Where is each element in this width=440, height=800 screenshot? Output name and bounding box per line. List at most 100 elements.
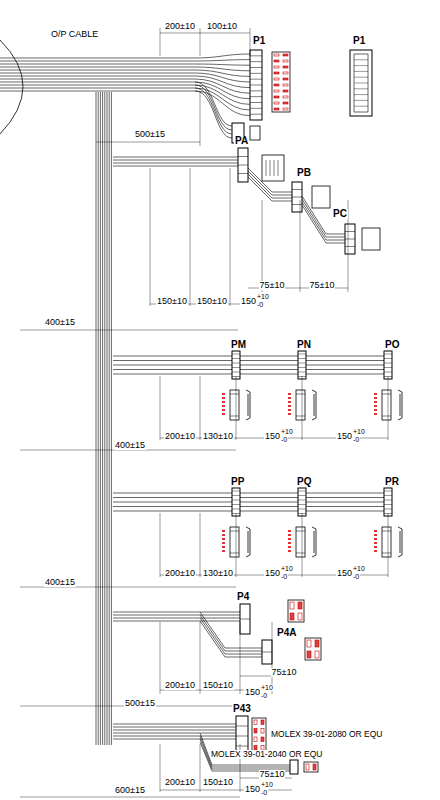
wire-line <box>262 652 272 653</box>
wire-line <box>250 114 262 115</box>
wire-line <box>345 239 355 240</box>
connector-name: PP <box>230 477 245 487</box>
dimension-text: 75±10 <box>259 770 286 779</box>
wire-line <box>250 90 262 91</box>
pin-mark <box>288 393 291 395</box>
wire-line <box>0 88 195 89</box>
pin-cell <box>298 602 302 609</box>
pin-cell <box>283 90 288 92</box>
pin-cell <box>261 720 264 725</box>
wire-line <box>354 88 368 89</box>
connector-name: PO <box>384 340 400 350</box>
pin-mark <box>288 413 291 415</box>
wire-line <box>160 28 161 56</box>
wire-line <box>298 491 306 492</box>
pin-mark <box>374 393 377 395</box>
dimension-text: 75±10 <box>309 281 336 290</box>
wire-line <box>354 83 368 84</box>
dimension-text: 150 <box>240 297 257 306</box>
connector-shape <box>262 155 284 181</box>
dimension-text: 150±10 <box>156 297 188 306</box>
pin-cell <box>274 72 279 74</box>
wire-line <box>0 76 195 77</box>
pin-cell <box>274 54 279 56</box>
wire-path <box>398 390 402 420</box>
dimension-text: 130±10 <box>202 569 234 578</box>
wire-path <box>195 73 250 82</box>
wire-line <box>354 77 368 78</box>
wire-line <box>296 531 305 532</box>
dimension-text: +10 <box>256 293 270 300</box>
wire-line <box>0 85 195 86</box>
wire-line <box>230 531 239 532</box>
wire-line <box>384 500 392 501</box>
wire-line <box>232 367 240 368</box>
wire-line <box>384 354 392 355</box>
wire-line <box>292 204 302 205</box>
wire-line <box>236 513 237 577</box>
wire-line <box>236 726 248 727</box>
connector-name: P4 <box>236 592 250 602</box>
wire-line <box>354 65 368 66</box>
pin-cell <box>261 729 264 734</box>
wire-line <box>109 92 110 745</box>
wire-line <box>270 160 271 176</box>
dimension-text: -0 <box>280 436 288 443</box>
wire-path <box>248 171 292 195</box>
wire-line <box>113 493 392 494</box>
pin-mark <box>222 413 225 415</box>
wire-line <box>0 79 195 80</box>
connector-shape <box>238 148 248 182</box>
wire-line <box>160 744 161 792</box>
pin-mark <box>374 405 377 407</box>
connector-name: PM <box>230 340 247 350</box>
wire-path <box>246 390 250 420</box>
wire-line <box>274 160 275 176</box>
dimension-text: 200±10 <box>164 569 196 578</box>
wire-line <box>96 142 200 143</box>
connector-shape <box>240 604 250 634</box>
pin-cell <box>283 60 288 62</box>
wire-line <box>230 394 239 395</box>
wire-line <box>250 96 262 97</box>
wire-line <box>113 163 238 164</box>
connector-name: PN <box>296 340 312 350</box>
wire-line <box>113 369 392 370</box>
wire-path <box>398 527 402 557</box>
dimension-text: -0 <box>256 301 264 308</box>
pin-mark <box>288 538 291 540</box>
pin-mark <box>374 401 377 403</box>
pin-cell <box>315 651 319 658</box>
connector-shape <box>312 186 330 208</box>
dimension-text: 150 <box>264 569 281 578</box>
wire-line <box>238 173 248 174</box>
pin-mark <box>288 550 291 552</box>
wire-line <box>113 497 392 498</box>
pin-cell <box>290 613 294 620</box>
wire-line <box>113 730 236 731</box>
connector-name: PC <box>332 209 348 219</box>
connector-shape <box>298 351 306 379</box>
connector-name: PQ <box>296 477 312 487</box>
wire-line <box>160 33 250 34</box>
wire-path <box>312 527 316 557</box>
wire-line <box>384 491 392 492</box>
pin-mark <box>222 530 225 532</box>
dimension-text: 75±10 <box>271 668 298 677</box>
connector-name: P1 <box>352 36 366 46</box>
dimension-text: 150 <box>336 432 353 441</box>
wire-line <box>232 358 240 359</box>
wire-line <box>250 102 262 103</box>
pin-mark <box>374 530 377 532</box>
wire-line <box>113 618 240 619</box>
wire-path <box>195 82 232 126</box>
wire-line <box>230 168 231 306</box>
part-note: MOLEX 39-01-2040 OR EQU <box>210 750 324 759</box>
wire-line <box>250 28 251 56</box>
dimension-text: 400±15 <box>44 318 76 327</box>
connector-shape <box>296 527 305 557</box>
wire-line <box>384 358 392 359</box>
dimension-text: 200±10 <box>164 22 196 31</box>
pin-cell <box>283 66 288 68</box>
